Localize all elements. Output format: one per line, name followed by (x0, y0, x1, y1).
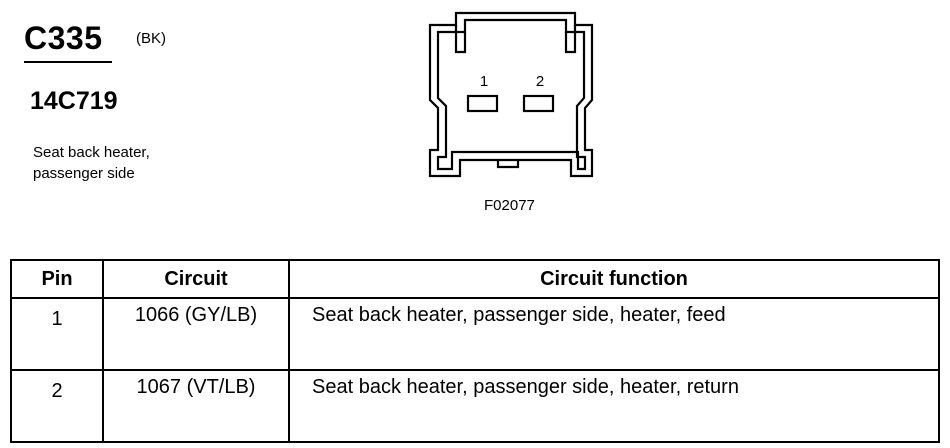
latch-right (564, 25, 577, 54)
connector-face-diagram: 1 2 (428, 11, 594, 178)
connector-shell-inner (436, 18, 587, 171)
cell-pin: 1 (10, 297, 104, 371)
table-row: 1 1066 (GY/LB) Seat back heater, passeng… (10, 297, 940, 371)
connector-id-underline (24, 61, 112, 63)
pin-label-1: 1 (480, 73, 488, 90)
part-number: 14C719 (30, 87, 118, 115)
connector-description: Seat back heater, passenger side (33, 142, 150, 184)
pin-label-2: 2 (536, 73, 544, 90)
color-code: (BK) (136, 30, 166, 47)
description-line: passenger side (33, 165, 135, 182)
keying-notch (496, 160, 520, 169)
table-row: 2 1067 (VT/LB) Seat back heater, passeng… (10, 369, 940, 443)
pin-table: Pin Circuit Circuit function 1 1066 (GY/… (10, 259, 940, 443)
table-header-row: Pin Circuit Circuit function (10, 259, 940, 299)
cell-pin: 2 (10, 369, 104, 443)
cell-circuit-function: Seat back heater, passenger side, heater… (288, 297, 940, 371)
cell-circuit: 1066 (GY/LB) (102, 297, 290, 371)
header-pin: Pin (10, 259, 104, 299)
latch-left (454, 25, 467, 54)
connector-id: C335 (24, 20, 103, 56)
header-circuit-function: Circuit function (288, 259, 940, 299)
cell-circuit: 1067 (VT/LB) (102, 369, 290, 443)
cell-circuit-function: Seat back heater, passenger side, heater… (288, 369, 940, 443)
description-line: Seat back heater, (33, 144, 150, 161)
connector-shell-outer (428, 11, 594, 178)
header-circuit: Circuit (102, 259, 290, 299)
figure-id: F02077 (484, 197, 535, 214)
terminal-cavity-1 (466, 94, 499, 113)
terminal-cavity-2 (522, 94, 555, 113)
